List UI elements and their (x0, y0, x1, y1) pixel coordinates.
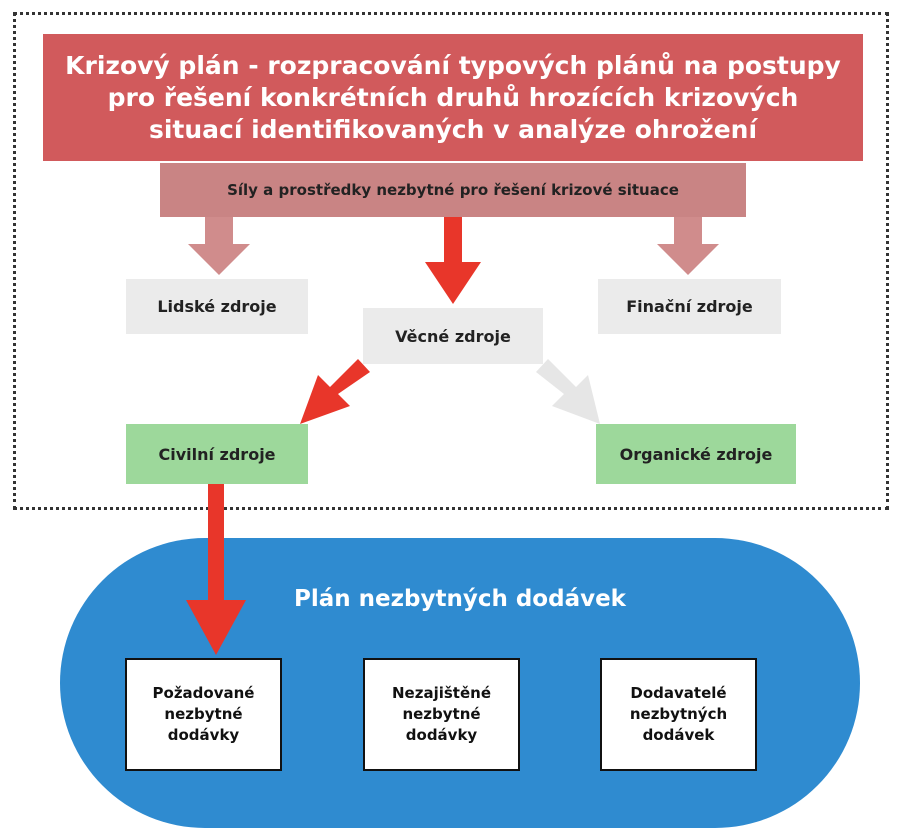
crisis-plan-banner: Krizový plán - rozpracování typových plá… (43, 34, 863, 161)
human-resources-box: Lidské zdroje (126, 279, 308, 334)
supplies-plan-title: Plán nezbytných dodávek (294, 586, 626, 612)
material-resources-box: Věcné zdroje (363, 308, 543, 364)
financial-resources-box: Finační zdroje (598, 279, 781, 334)
civil-resources-box: Civilní zdroje (126, 424, 308, 484)
organic-resources-box: Organické zdroje (596, 424, 796, 484)
required-supplies-box: Požadované nezbytné dodávky (125, 658, 282, 771)
suppliers-box: Dodavatelé nezbytných dodávek (600, 658, 757, 771)
forces-and-means-banner: Síly a prostředky nezbytné pro řešení kr… (160, 163, 746, 217)
scope-frame (13, 12, 889, 510)
unsecured-supplies-box: Nezajištěné nezbytné dodávky (363, 658, 520, 771)
